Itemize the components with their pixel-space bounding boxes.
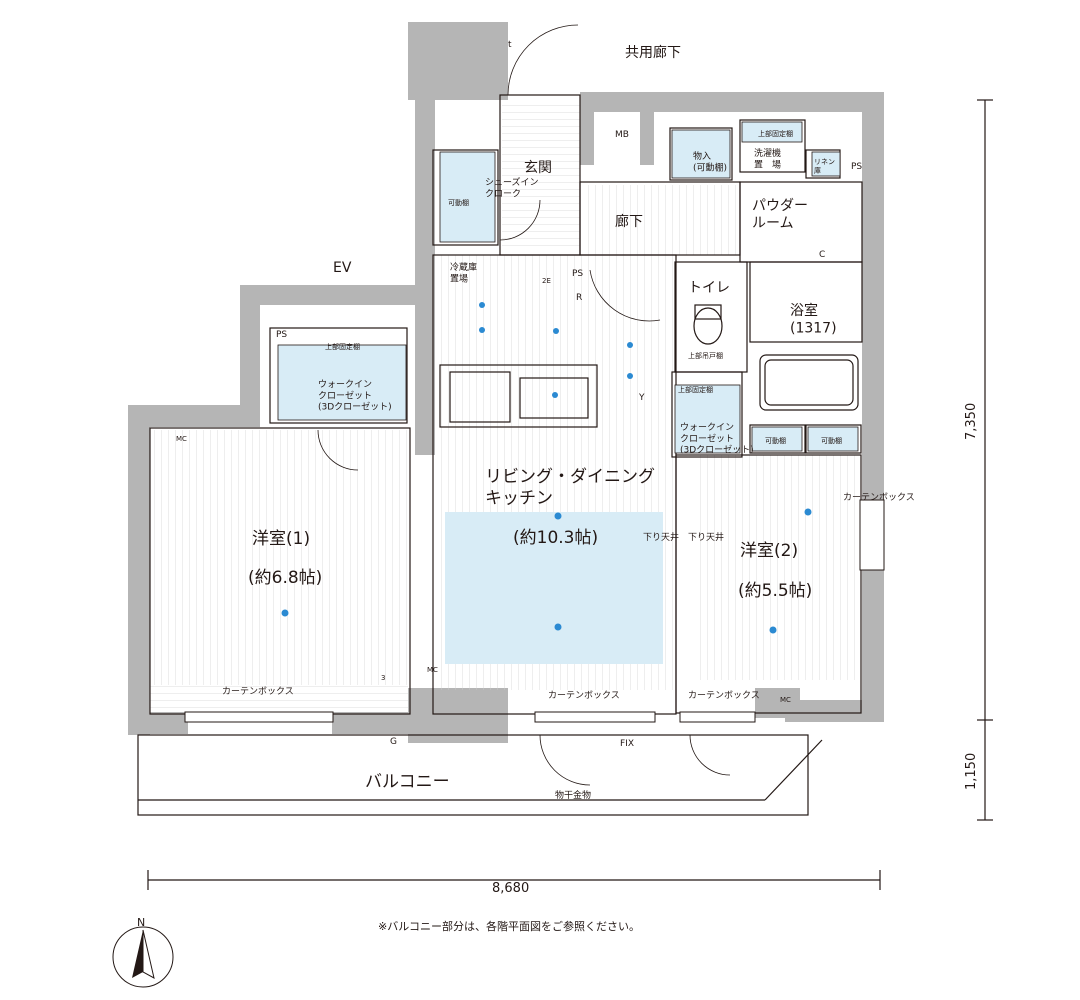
dimension-depth-main: 7,350: [964, 403, 979, 440]
closet-fills: [277, 121, 859, 454]
label-wic1: ウォークインクローゼット(3Dクローゼット): [318, 379, 392, 413]
label-room1-name: 洋室(1): [252, 529, 310, 549]
label-fridge: 冷蔵庫置場: [450, 261, 477, 284]
symbol-3: 3: [381, 674, 385, 682]
label-curtain-box-2: カーテンボックス: [548, 690, 620, 701]
label-wic2: ウォークインクローゼット(3Dクローゼット): [680, 422, 754, 456]
symbol-mc-1: MC: [176, 435, 187, 443]
symbol-t: t: [508, 40, 512, 50]
label-corridor: 廊下: [615, 213, 643, 230]
compass-icon: [112, 926, 174, 988]
symbol-r: R: [576, 293, 582, 303]
label-wic2-shelf: 上部固定棚: [678, 385, 713, 394]
label-room2-name: 洋室(2): [740, 541, 798, 561]
symbol-mc-3: MC: [780, 696, 791, 704]
label-balcony: バルコニー: [365, 772, 450, 792]
windows: [184, 499, 885, 723]
label-ldk-name: リビング・ダイニングキッチン: [485, 467, 655, 508]
label-common-corridor: 共用廊下: [625, 44, 681, 61]
exterior-walls: [128, 22, 884, 743]
label-curtain-box-3: カーテンボックス: [688, 690, 760, 701]
label-drying-rack: 物干金物: [555, 789, 591, 801]
label-curtain-box-1: カーテンボックス: [222, 686, 294, 697]
label-wic1-shelf: 上部固定棚: [325, 342, 360, 351]
dimension-depth-balcony: 1,150: [964, 753, 979, 790]
symbol-c: C: [819, 250, 825, 260]
symbol-mc-2: MC: [427, 666, 438, 674]
symbol-2e: 2E: [542, 277, 551, 285]
floors: [150, 100, 855, 710]
ldk-highlight: [445, 512, 663, 664]
symbol-g: G: [390, 737, 397, 747]
label-ev: EV: [333, 260, 352, 276]
label-genkan: 玄関: [524, 159, 552, 176]
label-shoes-shelf: 可動棚: [448, 198, 469, 207]
label-fix: FIX: [620, 739, 634, 749]
label-toilet: トイレ: [688, 280, 730, 296]
label-drop-ceiling-2: 下り天井: [688, 531, 724, 543]
compass-label: N: [137, 916, 145, 929]
label-ps-mid: PS: [572, 269, 583, 279]
label-shoes-cloak: シューズインクローク: [485, 176, 539, 199]
doors: [317, 24, 731, 786]
label-toilet-shelf: 上部吊戸棚: [688, 351, 723, 360]
label-bath: 浴室(1317): [790, 302, 837, 337]
label-room2-size: (約5.5帖): [738, 581, 812, 601]
label-drop-ceiling-1: 下り天井: [643, 531, 679, 543]
dimension-width: 8,680: [492, 881, 529, 896]
room-outlines: [137, 94, 993, 890]
ceiling-lights: [281, 302, 812, 634]
label-ps-left: PS: [276, 330, 287, 340]
label-movable-shelf-1: 可動棚: [765, 436, 786, 445]
label-movable-shelf-2: 可動棚: [821, 436, 842, 445]
symbol-y: Y: [638, 393, 645, 403]
label-curtain-box-4: カーテンボックス: [843, 492, 915, 503]
label-mb: MB: [615, 130, 629, 140]
label-powder-room: パウダールーム: [752, 198, 808, 232]
footnote: ※バルコニー部分は、各階平面図をご参照ください。: [378, 919, 640, 933]
label-ldk-size: (約10.3帖): [513, 528, 598, 548]
label-washer: 洗濯機置 場: [754, 147, 781, 170]
label-ps-top: PS: [851, 162, 862, 172]
label-linen: リネン庫: [814, 158, 835, 175]
label-storage: 物入(可動棚): [693, 150, 727, 173]
label-room1-size: (約6.8帖): [248, 568, 322, 588]
label-washer-shelf: 上部固定棚: [758, 129, 793, 138]
